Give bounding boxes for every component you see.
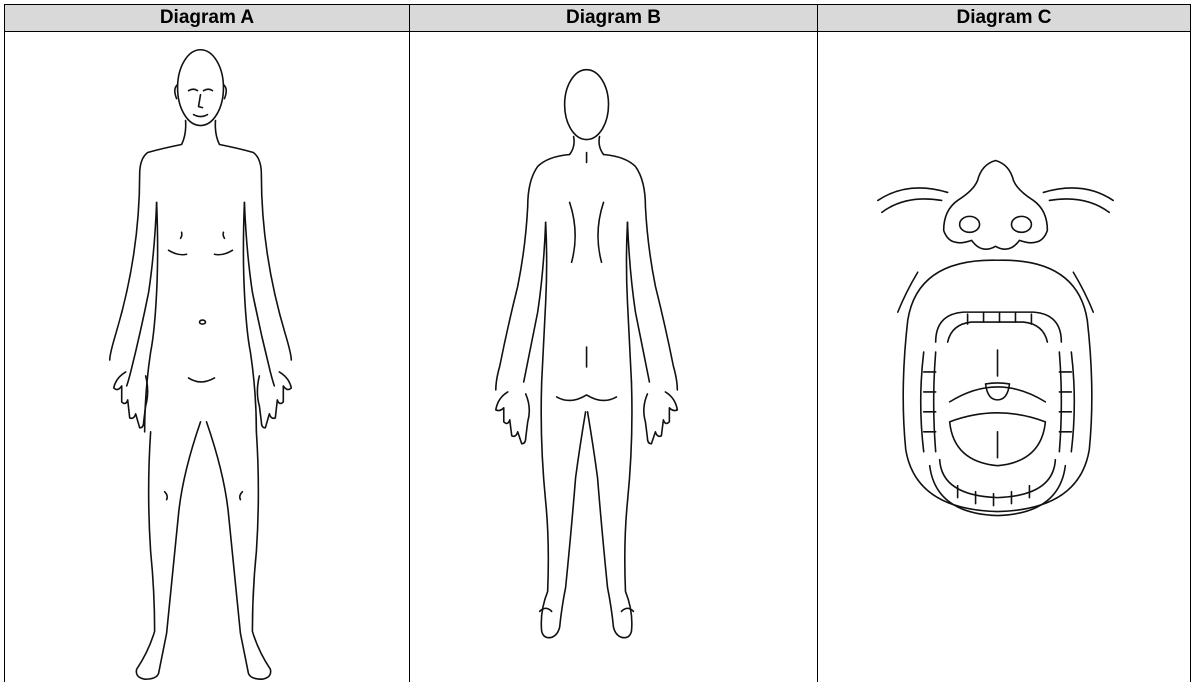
diagram-c-cell[interactable]	[818, 32, 1191, 683]
diagram-b-cell[interactable]	[410, 32, 818, 683]
diagram-a-header: Diagram A	[5, 5, 410, 32]
diagram-row	[5, 32, 1191, 683]
diagram-a-cell[interactable]	[5, 32, 410, 683]
body-back-outline-icon	[410, 32, 817, 682]
diagram-frame: Diagram A Diagram B Diagram C	[4, 4, 1190, 684]
diagram-b-header: Diagram B	[410, 5, 818, 32]
open-mouth-teeth-icon	[818, 32, 1190, 682]
diagram-table: Diagram A Diagram B Diagram C	[4, 4, 1191, 682]
diagram-c-header: Diagram C	[818, 5, 1191, 32]
body-front-outline-icon	[5, 32, 409, 682]
header-row: Diagram A Diagram B Diagram C	[5, 5, 1191, 32]
